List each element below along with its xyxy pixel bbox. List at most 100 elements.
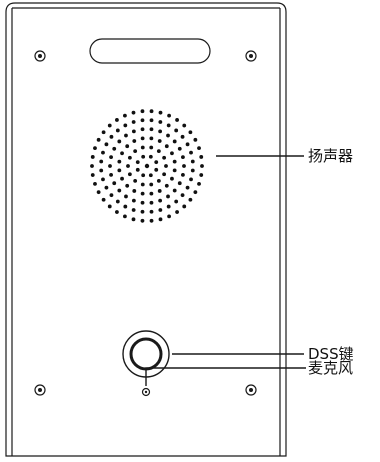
speaker-grille-hole: [177, 146, 182, 151]
speaker-grille-hole: [109, 193, 114, 198]
speaker-grille-hole: [180, 134, 185, 139]
speaker-grille-hole: [181, 172, 185, 177]
speaker-grille-hole: [135, 167, 140, 172]
speaker-grille-hole: [149, 127, 154, 132]
speaker-grille-hole: [131, 217, 136, 222]
speaker-grille-hole: [109, 134, 114, 139]
speaker-grille-hole: [93, 146, 97, 151]
speaker-grille-hole: [158, 120, 163, 124]
speaker-grille-hole: [181, 155, 185, 160]
speaker-grille-hole: [117, 159, 122, 164]
speaker-grille-hole: [172, 188, 177, 193]
speaker-grille-hole: [140, 118, 145, 123]
speaker-grille-hole: [158, 198, 163, 203]
speaker-grille-hole: [188, 130, 193, 135]
speaker-grille-hole: [112, 181, 117, 186]
speaker-grille-hole: [131, 129, 136, 134]
speaker-grille-icon: [90, 109, 204, 223]
speaker-grille-hole: [109, 155, 113, 160]
speaker-grille-hole: [133, 149, 138, 154]
speaker-grille-hole: [125, 144, 130, 149]
speaker-grille-hole: [133, 178, 138, 183]
speaker-grille-hole: [199, 155, 204, 159]
speaker-grille-hole: [166, 194, 170, 199]
screw-bottom-right-icon: [245, 384, 257, 396]
speaker-grille-hole: [117, 188, 122, 193]
speaker-grille-hole: [123, 204, 128, 209]
speaker-grille-hole: [123, 113, 127, 118]
speaker-grille-hole: [117, 139, 122, 144]
screw-top-left-icon: [34, 50, 46, 62]
speaker-grille-hole: [177, 181, 182, 186]
speaker-grille-hole: [174, 128, 179, 133]
speaker-grille-hole: [148, 154, 153, 159]
speaker-grille-hole: [189, 177, 193, 182]
speaker-grille-hole: [197, 181, 201, 186]
speaker-grille-hole: [149, 109, 154, 114]
speaker-grille-hole: [107, 204, 112, 209]
speaker-grille-hole: [140, 209, 145, 214]
speaker-grille-hole: [164, 144, 169, 149]
speaker-grille-hole: [104, 142, 109, 147]
speaker-grille-hole: [115, 210, 119, 214]
speaker-grille-hole: [197, 146, 201, 151]
speaker-grille-hole: [174, 199, 179, 204]
speaker-grille-hole: [167, 113, 171, 118]
speaker-grille-hole: [182, 204, 187, 209]
speaker-grille-hole: [166, 133, 170, 138]
speaker-label: 扬声器: [308, 147, 353, 165]
speaker-grille-hole: [104, 185, 109, 190]
speaker-grille-hole: [175, 118, 179, 122]
speaker-grille-hole: [99, 159, 104, 164]
speaker-grille-hole: [140, 109, 145, 114]
speaker-grille-hole: [140, 136, 145, 141]
speaker-grille-hole: [123, 123, 128, 128]
microphone-hole-icon: [141, 387, 151, 397]
panel-outline: [5, 2, 287, 457]
speaker-grille-hole: [149, 218, 154, 223]
speaker-grille-hole: [157, 189, 162, 193]
speaker-grille-hole: [140, 200, 145, 205]
speaker-grille-hole: [123, 214, 127, 219]
speaker-grille-hole: [108, 164, 112, 168]
speaker-grille-hole: [101, 150, 105, 155]
speaker-grille-hole: [140, 145, 145, 150]
speaker-grille-hole: [156, 178, 161, 183]
speaker-grille-hole: [167, 214, 171, 219]
speaker-grille-hole: [125, 183, 130, 188]
speaker-grille-hole: [190, 168, 195, 173]
speaker-grille-hole: [109, 172, 113, 177]
speaker-grille-hole: [164, 183, 169, 188]
speaker-grille-hole: [189, 150, 193, 155]
speaker-grille-hole: [140, 218, 145, 223]
speaker-grille-hole: [90, 173, 95, 177]
speaker-grille-hole: [135, 160, 140, 165]
speaker-grille-hole: [188, 197, 193, 202]
speaker-grille-hole: [158, 110, 163, 115]
speaker-grille-hole: [154, 160, 159, 165]
speaker-grille-hole: [93, 181, 97, 186]
speaker-grille-hole: [166, 123, 171, 128]
speaker-grille-hole: [157, 139, 162, 143]
speaker-grille-hole: [120, 151, 124, 156]
microphone-leader-line: [145, 367, 306, 386]
speaker-grille-hole: [115, 199, 120, 204]
speaker-grille-hole: [127, 172, 132, 177]
speaker-grille-hole: [101, 177, 105, 182]
speaker-grille-hole: [170, 176, 174, 181]
speaker-grille-hole: [182, 164, 186, 168]
speaker-grille-hole: [131, 110, 136, 115]
speaker-grille-hole: [164, 164, 168, 168]
speaker-grille-hole: [90, 155, 95, 159]
speaker-grille-hole: [140, 191, 145, 196]
speaker-grille-hole: [126, 164, 130, 168]
speaker-grille-hole: [190, 159, 195, 164]
speaker-grille-hole: [117, 168, 122, 173]
speaker-grille-hole: [127, 155, 132, 160]
speaker-grille-hole: [131, 198, 136, 203]
speaker-grille-hole: [172, 159, 177, 164]
speaker-grille-hole: [158, 217, 163, 222]
speaker-grille-hole: [115, 128, 120, 133]
speaker-grille-hole: [149, 200, 154, 205]
